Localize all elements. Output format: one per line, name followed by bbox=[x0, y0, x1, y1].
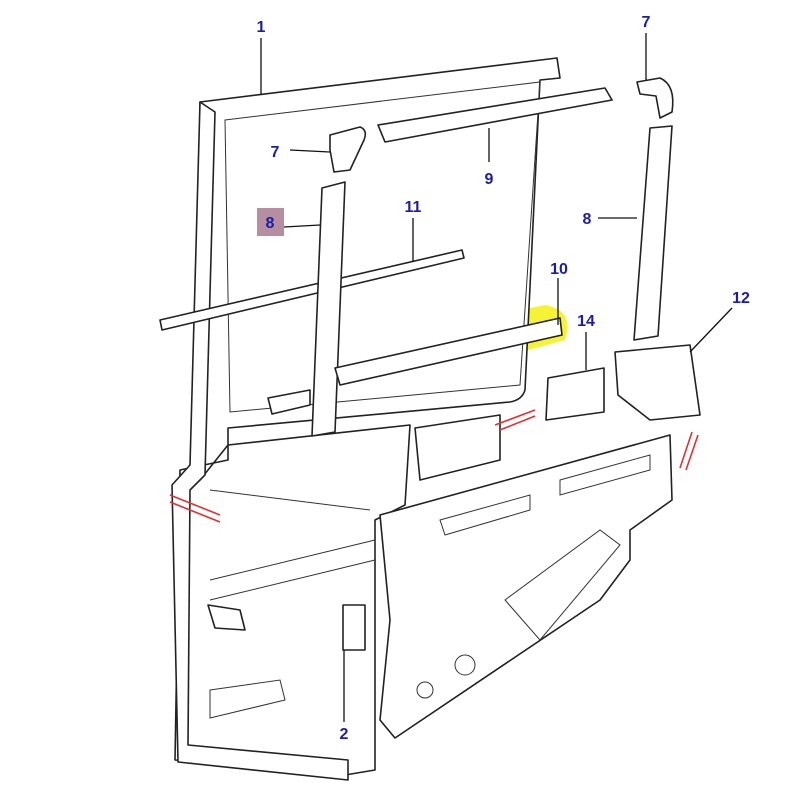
label-door-frame[interactable]: 1 bbox=[257, 19, 266, 36]
label-trim-panel[interactable]: 2 bbox=[340, 726, 349, 743]
bracket bbox=[614, 344, 701, 421]
bottom-channel bbox=[334, 317, 563, 386]
label-waist-seal[interactable]: 11 bbox=[405, 199, 422, 216]
right-channel bbox=[633, 125, 673, 341]
label-bracket[interactable]: 12 bbox=[732, 290, 750, 307]
label-top-channel[interactable]: 9 bbox=[485, 171, 494, 188]
waist-seal bbox=[159, 249, 465, 331]
trim-panel bbox=[379, 434, 673, 739]
left-corner bbox=[329, 126, 367, 173]
top-channel bbox=[377, 87, 613, 143]
label-glass[interactable]: 14 bbox=[577, 313, 595, 330]
cut-marks bbox=[169, 409, 699, 523]
label-left-channel[interactable]: 8 bbox=[266, 215, 275, 232]
right-corner bbox=[636, 77, 674, 119]
glass-piece bbox=[545, 367, 605, 421]
label-right-channel[interactable]: 8 bbox=[583, 211, 592, 228]
door-frame bbox=[171, 57, 561, 781]
leader-lines bbox=[260, 33, 733, 722]
selected-label-box bbox=[257, 208, 284, 236]
label-bottom-channel[interactable]: 10 bbox=[550, 261, 568, 278]
label-right-corner[interactable]: 7 bbox=[642, 14, 651, 31]
label-left-corner[interactable]: 7 bbox=[271, 144, 280, 161]
